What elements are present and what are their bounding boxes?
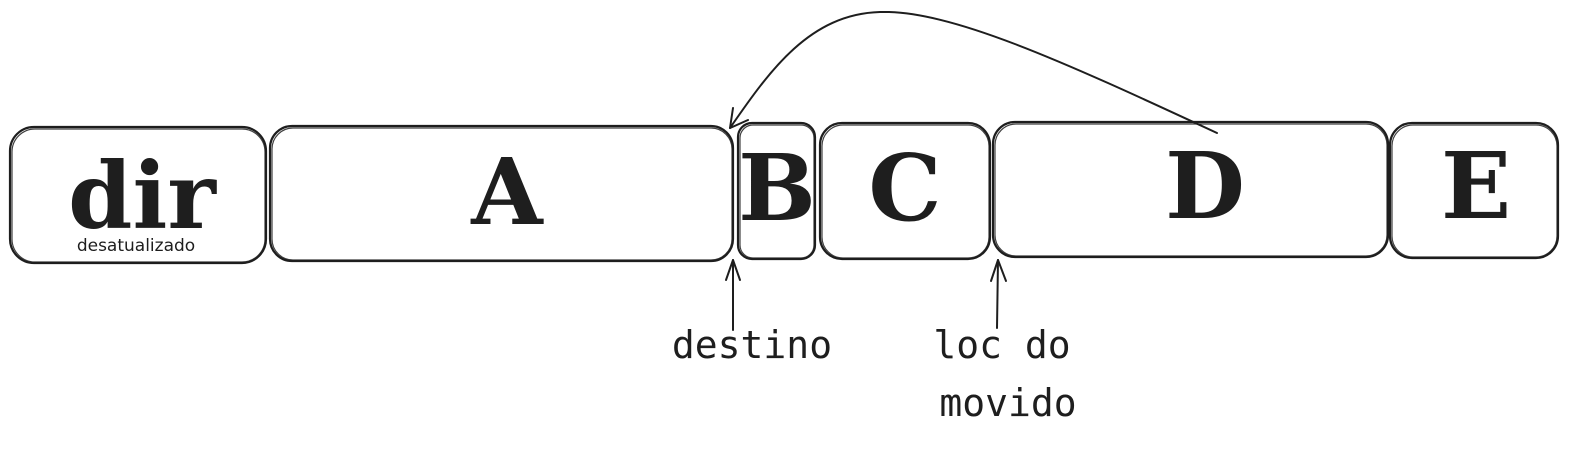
block-c-label: C [868,134,941,242]
moved-location-label-line2: movido [939,381,1076,425]
block-b: B [736,121,817,261]
block-a: A [268,124,735,263]
block-a-label: A [470,138,544,246]
move-arrow [729,10,1218,134]
destino-label: destino [672,323,832,367]
block-dir: dir desatualizado [8,125,268,265]
block-b-label: B [738,134,816,242]
block-d: D [991,120,1390,259]
block-e-label: E [1441,132,1511,240]
destino-arrow [725,259,741,331]
moved-location-label-line1: loc do [933,323,1070,367]
block-c: C [818,121,992,261]
block-d-label: D [1165,132,1245,240]
block-dir-note: desatualizado [77,236,195,256]
move-arrow-head [729,107,749,129]
block-e: E [1388,121,1560,260]
moved-location-arrow [990,259,1007,329]
block-dir-label: dir [68,142,217,250]
